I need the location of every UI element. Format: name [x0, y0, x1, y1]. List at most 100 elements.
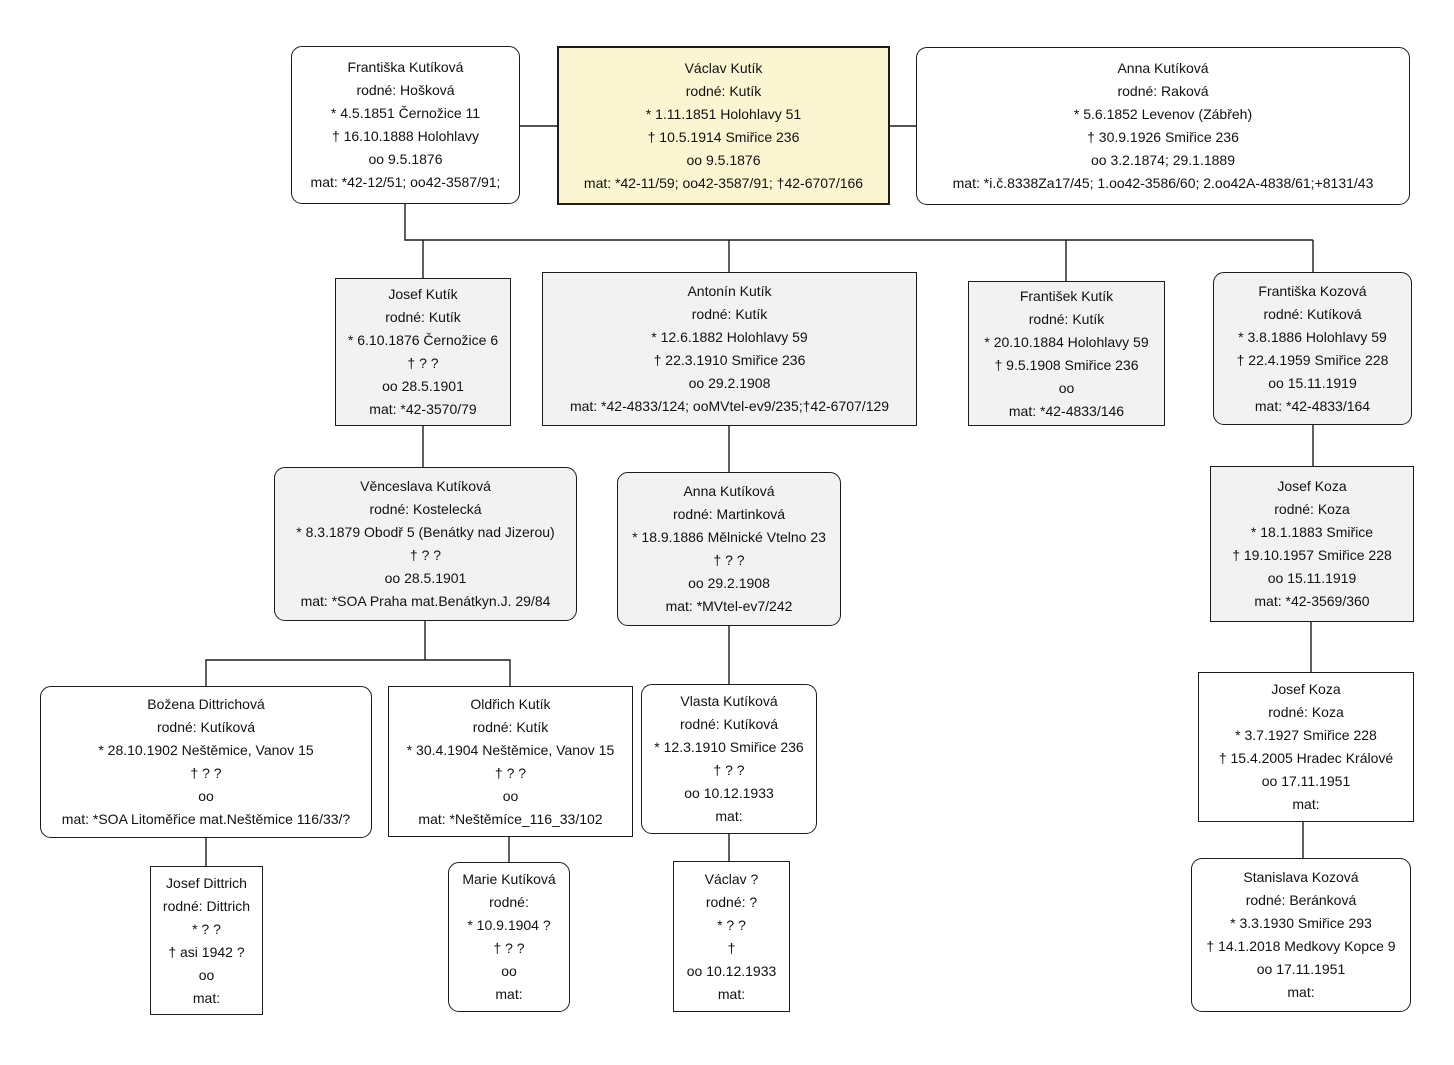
death-line: † 22.3.1910 Smiřice 236 — [653, 352, 806, 368]
birth-line: * 3.8.1886 Holohlavy 59 — [1238, 328, 1387, 345]
person-name: Josef Koza — [1277, 478, 1347, 494]
death-line: † ? ? — [713, 552, 745, 568]
birth-line: * 10.9.1904 ? — [467, 917, 551, 933]
marriage-line: oo 3.2.1874; 29.1.1889 — [1090, 152, 1236, 168]
birth-line: * 12.6.1882 Holohlavy 59 — [651, 329, 808, 345]
person-box-josef-koza[interactable]: Josef Koza rodné: Koza * 18.1.1883 Smiři… — [1210, 466, 1414, 622]
register-line: mat: *42-3569/360 — [1254, 593, 1370, 609]
maiden-name-line: rodné: Hošková — [356, 82, 455, 98]
maiden-name-line: rodné: Kostelecká — [369, 501, 482, 517]
person-name: Josef Koza — [1271, 681, 1341, 697]
death-line: † ? ? — [190, 765, 222, 781]
person-box-josef-kutik[interactable]: Josef Kutík rodné: Kutík * 6.10.1876 Čer… — [335, 278, 511, 426]
death-line: † ? ? — [407, 355, 439, 371]
death-line: † 16.10.1888 Holohlavy — [331, 128, 480, 144]
register-line: mat: — [495, 986, 523, 1002]
register-line: mat: *42-4833/146 — [1008, 402, 1125, 419]
birth-line: * 8.3.1879 Obodř 5 (Benátky nad Jizerou) — [296, 524, 555, 540]
death-line: † 9.5.1908 Smiřice 236 — [994, 356, 1139, 373]
maiden-name-line: rodné: Kutík — [1028, 310, 1105, 327]
register-line: mat: *SOA Praha mat.Benátkyn.J. 29/84 — [300, 593, 551, 609]
maiden-name-line: rodné: ? — [705, 893, 758, 910]
maiden-name-line: rodné: Kutíková — [156, 719, 256, 735]
register-line: mat: *i.č.8338Za17/45; 1.oo42-3586/60; 2… — [952, 175, 1374, 191]
marriage-line: oo — [198, 966, 215, 983]
person-box-bozena-dittrichova[interactable]: Božena Dittrichová rodné: Kutíková * 28.… — [40, 686, 372, 838]
birth-line: * 6.10.1876 Černožice 6 — [347, 332, 499, 348]
register-line: mat: — [1292, 796, 1320, 812]
marriage-line: oo 17.11.1951 — [1256, 961, 1346, 977]
maiden-name-line: rodné: Kutík — [472, 718, 549, 735]
birth-line: * 28.10.1902 Neštěmice, Vanov 15 — [98, 742, 314, 758]
register-line: mat: — [717, 985, 746, 1002]
death-line: † asi 1942 ? — [168, 943, 245, 960]
marriage-line: oo 10.12.1933 — [684, 785, 774, 801]
person-box-marie-kutikova[interactable]: Marie Kutíková rodné: * 10.9.1904 ? † ? … — [448, 862, 570, 1012]
marriage-line: oo 29.2.1908 — [688, 375, 771, 391]
death-line: † 30.9.1926 Smiřice 236 — [1087, 129, 1239, 145]
person-name: Anna Kutíková — [1117, 60, 1209, 76]
register-line: mat: — [192, 989, 221, 1006]
maiden-name-line: rodné: Raková — [1117, 83, 1209, 99]
person-name: Věnceslava Kutíková — [360, 478, 491, 494]
person-name: Oldřich Kutík — [470, 695, 551, 712]
death-line: † 10.5.1914 Smiřice 236 — [647, 128, 800, 145]
birth-line: * 3.7.1927 Smiřice 228 — [1235, 727, 1377, 743]
marriage-line: oo — [501, 963, 517, 979]
person-name: Božena Dittrichová — [147, 696, 265, 712]
marriage-line: oo — [1058, 379, 1075, 396]
register-line: mat: *42-4833/164 — [1254, 397, 1371, 414]
person-box-venceslava-kutikova[interactable]: Věnceslava Kutíková rodné: Kostelecká * … — [274, 467, 577, 621]
birth-line: * ? ? — [192, 920, 221, 937]
marriage-line: oo — [198, 788, 214, 804]
birth-line: * 4.5.1851 Černožice 11 — [330, 105, 481, 121]
register-line: mat: *SOA Litoměřice mat.Neštěmice 116/3… — [61, 811, 351, 827]
person-box-frantiska-kutikova[interactable]: Františka Kutíková rodné: Hošková * 4.5.… — [291, 46, 520, 204]
person-name: Vlasta Kutíková — [680, 693, 778, 709]
person-box-stanislava-kozova[interactable]: Stanislava Kozová rodné: Beránková * 3.3… — [1191, 858, 1411, 1012]
register-line: mat: *MVtel-ev7/242 — [665, 598, 793, 614]
maiden-name-line: rodné: Dittrich — [162, 897, 251, 914]
person-name: Marie Kutíková — [462, 871, 556, 887]
marriage-line: oo 9.5.1876 — [368, 151, 443, 167]
person-box-frantisek-kutik[interactable]: František Kutík rodné: Kutík * 20.10.188… — [968, 281, 1165, 426]
death-line: † ? ? — [493, 940, 525, 956]
birth-line: * 3.3.1930 Smiřice 293 — [1230, 915, 1372, 931]
death-line: † ? ? — [713, 762, 745, 778]
person-name: Václav ? — [704, 870, 759, 887]
register-line: mat: *42-11/59; oo42-3587/91; †42-6707/1… — [583, 174, 864, 191]
person-name: Stanislava Kozová — [1243, 869, 1359, 885]
person-box-vlasta-kutikova[interactable]: Vlasta Kutíková rodné: Kutíková * 12.3.1… — [641, 684, 817, 834]
birth-line: * 18.9.1886 Mělnické Vtelno 23 — [632, 529, 826, 545]
person-box-vaclav-kutik-highlighted[interactable]: Václav Kutík rodné: Kutík * 1.11.1851 Ho… — [557, 46, 890, 205]
birth-line: * 30.4.1904 Neštěmice, Vanov 15 — [406, 741, 615, 758]
register-line: mat: *42-3570/79 — [369, 401, 477, 417]
register-line: mat: — [1287, 984, 1315, 1000]
person-box-antonin-kutik[interactable]: Antonín Kutík rodné: Kutík * 12.6.1882 H… — [542, 272, 917, 426]
person-name: František Kutík — [1019, 287, 1114, 304]
person-box-vaclav-unknown[interactable]: Václav ? rodné: ? * ? ? † oo 10.12.1933 … — [673, 861, 790, 1012]
death-line: † 19.10.1957 Smiřice 228 — [1232, 547, 1392, 563]
person-box-anna-kutikova[interactable]: Anna Kutíková rodné: Raková * 5.6.1852 L… — [916, 47, 1410, 205]
person-box-josef-dittrich[interactable]: Josef Dittrich rodné: Dittrich * ? ? † a… — [150, 866, 263, 1015]
maiden-name-line: rodné: Kutíková — [679, 716, 779, 732]
marriage-line: oo 9.5.1876 — [686, 151, 761, 168]
person-name: Františka Kutíková — [347, 59, 464, 75]
person-name: Františka Kozová — [1258, 282, 1367, 299]
maiden-name-line: rodné: Kutík — [385, 309, 461, 325]
birth-line: * 5.6.1852 Levenov (Zábřeh) — [1073, 106, 1253, 122]
death-line: † — [727, 939, 736, 956]
register-line: mat: *Neštěmíce_116_33/102 — [418, 810, 603, 827]
birth-line: * 20.10.1884 Holohlavy 59 — [984, 333, 1149, 350]
person-box-frantiska-kozova[interactable]: Františka Kozová rodné: Kutíková * 3.8.1… — [1213, 272, 1412, 425]
register-line: mat: *42-4833/124; ooMVtel-ev9/235;†42-6… — [569, 398, 890, 414]
person-box-anna-kutikova-martinkova[interactable]: Anna Kutíková rodné: Martinková * 18.9.1… — [617, 472, 841, 626]
person-name: Václav Kutík — [684, 59, 763, 76]
person-box-oldrich-kutik[interactable]: Oldřich Kutík rodné: Kutík * 30.4.1904 N… — [388, 686, 633, 837]
person-box-josef-koza-jr[interactable]: Josef Koza rodné: Koza * 3.7.1927 Smiřic… — [1198, 672, 1414, 822]
death-line: † 15.4.2005 Hradec Králové — [1218, 750, 1394, 766]
marriage-line: oo — [502, 787, 519, 804]
maiden-name-line: rodné: Koza — [1274, 501, 1350, 517]
marriage-line: oo 17.11.1951 — [1261, 773, 1351, 789]
